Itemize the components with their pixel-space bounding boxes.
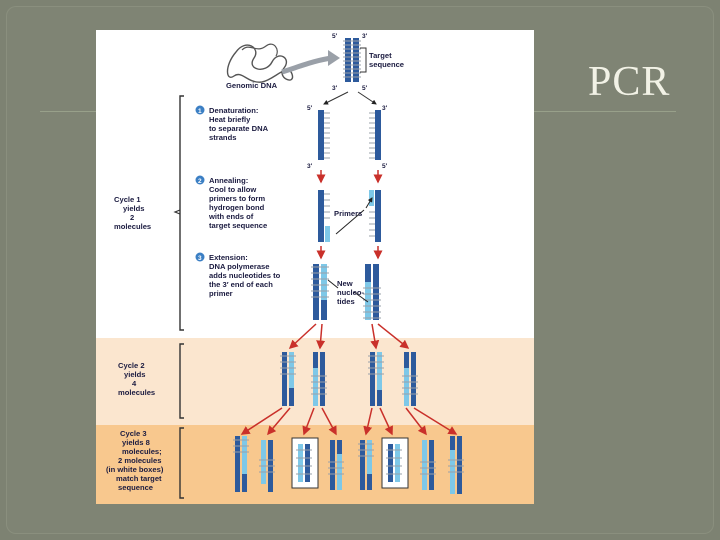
cycle2-line4: molecules (118, 388, 155, 397)
step1-strand-right (369, 110, 381, 160)
step2-line6: target sequence (209, 221, 267, 230)
step2-line3: primers to form (209, 194, 265, 203)
cycle1-line3: 2 (130, 213, 134, 222)
cycle3-molecule-2 (259, 440, 275, 492)
label-5prime-top: 5′ (332, 33, 338, 40)
cycle1-bracket (179, 95, 184, 331)
cycle2-molecule-3 (368, 352, 384, 406)
step3-line4: the 3′ end of each (209, 280, 273, 289)
new-nucleotides-line3: tides (337, 297, 355, 306)
cycle3-line1: Cycle 3 (120, 429, 147, 438)
cycle3-line7: sequence (118, 483, 153, 492)
step2-number: 2 (198, 178, 202, 185)
label-3prime-bottom: 3′ (332, 85, 338, 92)
cycle2-molecule-1 (280, 352, 296, 406)
new-nucleotides-pointer-right (353, 291, 369, 303)
cycle3-molecule-6 (386, 444, 402, 482)
step1-badge (195, 105, 205, 115)
step3-duplex-left (311, 264, 329, 320)
target-bracket (360, 47, 367, 73)
step2-line4: hydrogen bond (209, 203, 265, 212)
cycle2-line1: Cycle 2 (118, 361, 145, 370)
cycle2-line3: 4 (132, 379, 137, 388)
step3-line5: primer (209, 289, 233, 298)
zoom-arrow-head (328, 50, 340, 66)
cycle2-molecule-2 (311, 352, 327, 406)
step3-number: 3 (198, 255, 202, 262)
cycle3-bracket (179, 427, 184, 499)
primers-pointer-right (365, 197, 373, 209)
step1-line2: Heat briefly (209, 115, 251, 124)
step1-label-3prime-b: 3′ (307, 163, 313, 170)
target-strand-left (345, 38, 351, 82)
denature-arrow-left (323, 91, 349, 105)
step1-strand-left (318, 110, 330, 160)
slide-title: PCR (588, 59, 671, 105)
label-3prime-top: 3′ (362, 33, 368, 40)
step2-line5: with ends of (208, 212, 254, 221)
primers-label: Primers (334, 209, 362, 218)
step1-label-5prime-b: 5′ (382, 163, 388, 170)
cycle2-molecule-4 (402, 352, 418, 406)
cycle3-molecule-7 (420, 440, 436, 490)
target-label-line2: sequence (369, 60, 404, 69)
cycle3-molecule-1 (233, 436, 249, 492)
genomic-dna-icon (226, 43, 294, 83)
cycle3-line5: (in white boxes) (106, 465, 164, 474)
cycle3-molecule-3 (296, 444, 312, 482)
pcr-figure: Genomic DNA 5′ 3′ 3′ 5′ Target sequence … (96, 30, 534, 504)
cycle2-line2: yields (124, 370, 146, 379)
step3-line2: DNA polymerase (209, 262, 270, 271)
new-nucleotides-line1: New (337, 279, 353, 288)
step1-line1: Denaturation: (209, 106, 258, 115)
step3-badge (195, 252, 205, 262)
cycle3-line2: yields 8 (122, 438, 150, 447)
step2-badge (195, 175, 205, 185)
cycle3-molecule-8 (448, 436, 464, 494)
cycle3-molecule-4 (328, 440, 344, 490)
cycle3-line6: match target (116, 474, 162, 483)
target-label-line1: Target (369, 51, 392, 60)
step3-line3: adds nucleotides to (209, 271, 281, 280)
new-nucleotides-pointer-left (327, 279, 339, 289)
new-nucleotides-line2: nucleo- (337, 288, 364, 297)
cycle3-line4: 2 molecules (118, 456, 161, 465)
step1-number: 1 (198, 108, 202, 115)
step1-label-5prime: 5′ (307, 105, 313, 112)
target-strand-right (353, 38, 359, 82)
step3-line1: Extension: (209, 253, 248, 262)
step1-line3: to separate DNA (209, 124, 269, 133)
step1-line4: strands (209, 133, 236, 142)
cycle2-bracket (179, 343, 184, 419)
step2-line1: Annealing: (209, 176, 248, 185)
cycle1-to-2-arrows (288, 323, 410, 350)
cycle2-to-3-arrows (240, 407, 458, 436)
primers-pointer-left (335, 209, 365, 235)
cycle1-line1: Cycle 1 (114, 195, 141, 204)
cycle3-line3: molecules; (122, 447, 162, 456)
step2-strand-left (318, 190, 330, 242)
cycle1-line2: yields (123, 204, 145, 213)
label-5prime-bottom: 5′ (362, 85, 368, 92)
step2-line2: Cool to allow (209, 185, 256, 194)
step1-label-3prime: 3′ (382, 105, 388, 112)
cycle1-line4: molecules (114, 222, 151, 231)
genomic-dna-label: Genomic DNA (226, 81, 278, 90)
denature-arrow-right (357, 91, 377, 105)
cycle3-molecule-5 (358, 440, 374, 490)
